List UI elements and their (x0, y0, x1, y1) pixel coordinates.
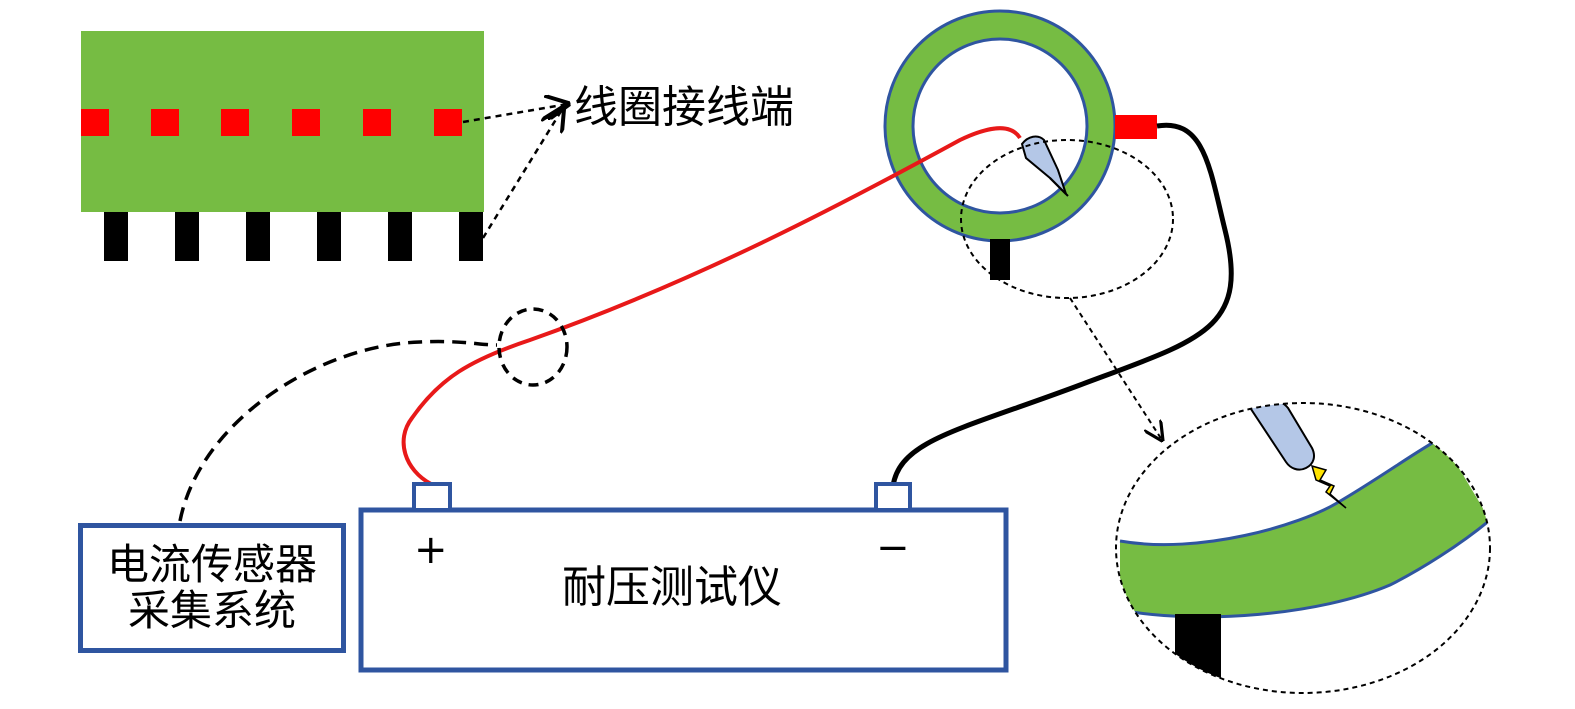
coil-terminal-black (175, 212, 199, 261)
ring-coil-body (885, 11, 1115, 241)
zoom-inset-border (1115, 402, 1491, 694)
coil-terminal-black (317, 212, 341, 261)
sensor-system-box: 电流传感器 采集系统 (78, 523, 346, 653)
lightning-spark-icon (1310, 464, 1347, 509)
sensor-label-line1: 电流传感器 (106, 539, 317, 589)
black-wire (890, 122, 1234, 487)
red-wire (401, 126, 1022, 486)
coil-terminal-red (81, 109, 109, 136)
current-sensor-clamp (497, 307, 569, 387)
coil-terminal-black (246, 212, 270, 261)
sensor-signal-line (178, 339, 498, 522)
coil-terminal-black (104, 212, 128, 261)
plus-sign-label: + (414, 527, 448, 573)
callout-circle (960, 139, 1174, 299)
ring-coil-outer-edge (883, 9, 1117, 243)
coil-terminal-black (459, 212, 483, 261)
tester-label: 耐压测试仪 (562, 562, 782, 613)
zoom-coil-body (1120, 438, 1490, 617)
tester-box (358, 482, 1009, 673)
tester-plus-terminal (412, 482, 452, 512)
zoom-coil-inner-edge (1119, 436, 1442, 547)
ring-terminal-black (990, 239, 1010, 280)
coil-strip (81, 31, 484, 261)
probe-needle-icon (1020, 135, 1069, 197)
coil-terminal-red (151, 109, 179, 136)
ring-coil-inner-edge (911, 37, 1089, 215)
coil-terminal-label: 线圈接线端 (574, 82, 794, 133)
coil-terminal-red (363, 109, 391, 136)
ring-coil (883, 9, 1157, 280)
probe-needle-icon (1243, 403, 1315, 471)
sensor-label-line2: 采集系统 (127, 586, 296, 635)
minus-sign-label: − (876, 525, 910, 571)
coil-strip-body (81, 31, 484, 212)
coil-terminal-red (221, 109, 249, 136)
tester-minus-terminal (874, 482, 912, 512)
coil-terminal-red (292, 109, 320, 136)
coil-terminal-red (434, 109, 462, 136)
coil-terminal-black (388, 212, 412, 261)
zoom-inset (1115, 402, 1491, 694)
ring-terminal-red (1115, 115, 1157, 139)
zoom-arrow (1069, 297, 1162, 440)
tester-body (358, 507, 1009, 673)
label-arrow (481, 108, 563, 239)
